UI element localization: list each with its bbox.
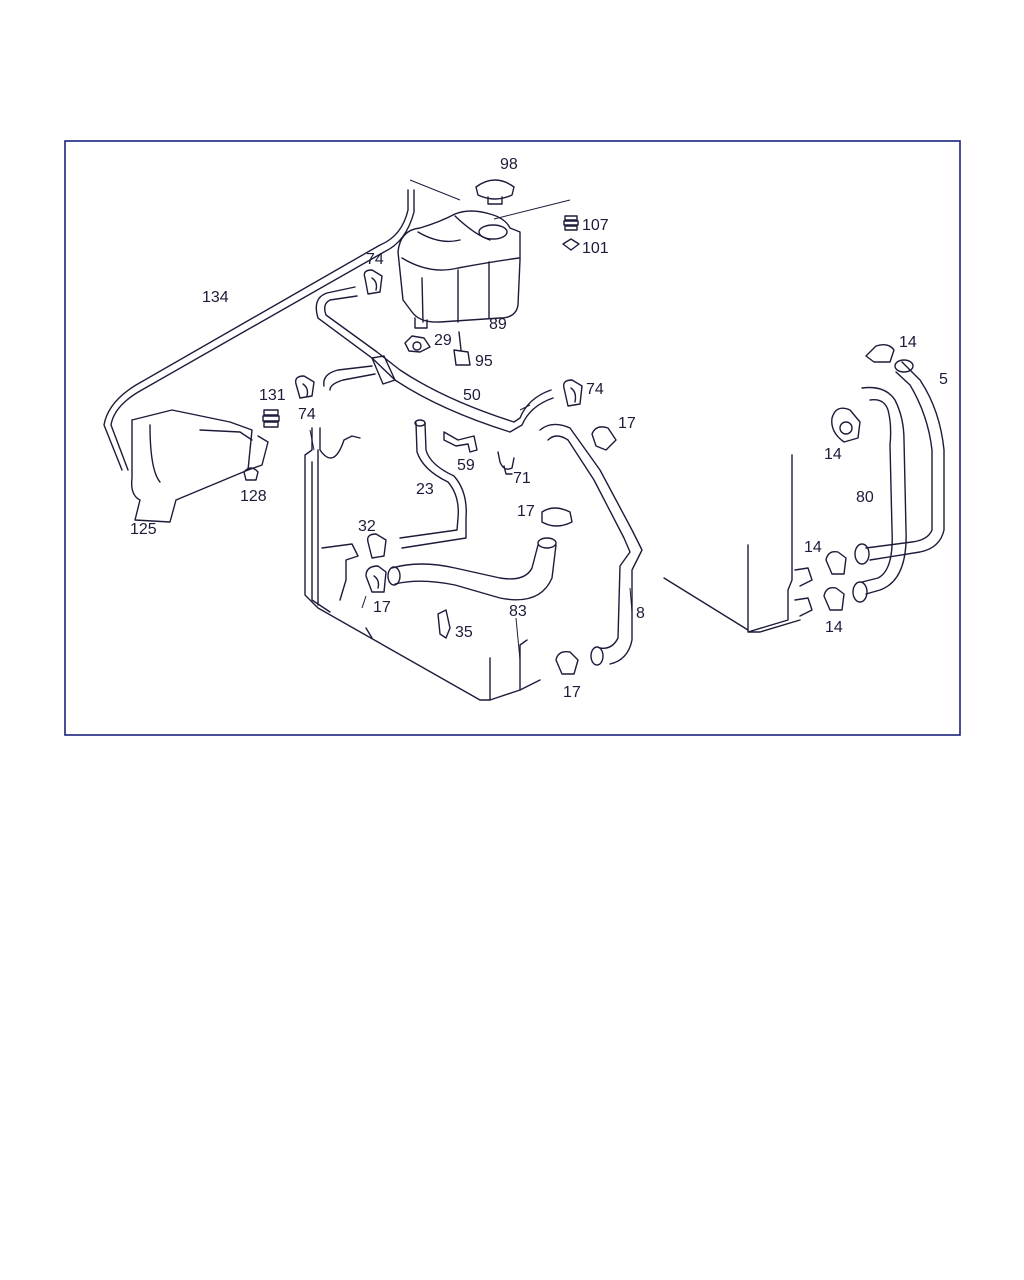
callout-125[interactable]: 125 (130, 521, 157, 538)
heater-core (663, 454, 813, 633)
callout-74-top[interactable]: 74 (366, 251, 384, 268)
callout-29[interactable]: 29 (434, 332, 452, 349)
callout-59[interactable]: 59 (457, 457, 475, 474)
callout-23[interactable]: 23 (416, 481, 434, 498)
callout-labels: 98 107 101 134 74 89 29 95 131 74 50 74 … (130, 156, 948, 701)
callout-5[interactable]: 5 (939, 371, 948, 388)
part-17-clamp-left[interactable] (365, 565, 387, 593)
callout-74-right[interactable]: 74 (586, 381, 604, 398)
callout-83[interactable]: 83 (509, 603, 527, 620)
callout-89[interactable]: 89 (489, 316, 507, 333)
callout-71[interactable]: 71 (513, 470, 531, 487)
callout-14-bottom[interactable]: 14 (825, 619, 843, 636)
callout-14-mid[interactable]: 14 (804, 539, 822, 556)
callout-8[interactable]: 8 (636, 605, 645, 622)
part-35-bracket[interactable] (437, 609, 451, 639)
callout-17-lower[interactable]: 17 (563, 684, 581, 701)
callout-17-loose[interactable]: 17 (517, 503, 535, 520)
part-14-clamp-top[interactable] (865, 343, 895, 363)
callout-35[interactable]: 35 (455, 624, 473, 641)
part-89-expansion-tank[interactable] (397, 210, 521, 329)
part-29-clamp[interactable] (404, 335, 431, 353)
radiator (304, 427, 541, 701)
callout-98[interactable]: 98 (500, 156, 518, 173)
leader-lines (309, 179, 633, 661)
callout-80[interactable]: 80 (856, 489, 874, 506)
part-134-vent-hose[interactable] (103, 189, 415, 471)
part-95-sensor[interactable] (453, 331, 471, 366)
part-5-hose[interactable] (854, 359, 945, 565)
callout-14-open[interactable]: 14 (824, 446, 842, 463)
part-125-reservoir[interactable] (130, 409, 269, 523)
part-101-washer[interactable] (562, 238, 580, 251)
part-17-clamp-upper[interactable] (591, 426, 617, 451)
part-83-hose[interactable] (387, 537, 557, 601)
part-98-cap[interactable] (475, 179, 515, 205)
callout-17-left[interactable]: 17 (373, 599, 391, 616)
diagram-frame (64, 140, 961, 736)
callout-17-upper[interactable]: 17 (618, 415, 636, 432)
callout-107[interactable]: 107 (582, 217, 609, 234)
part-14-clamp-bottom[interactable] (823, 586, 845, 611)
part-8-hose[interactable] (539, 423, 643, 666)
callout-134[interactable]: 134 (202, 289, 229, 306)
callout-14-top[interactable]: 14 (899, 334, 917, 351)
part-74-clamp-left[interactable] (294, 375, 315, 399)
part-80-hose[interactable] (852, 386, 907, 603)
part-128-grommet[interactable] (243, 467, 259, 481)
part-32-clamp[interactable] (366, 533, 387, 559)
part-59-bracket[interactable] (443, 431, 478, 453)
callout-50[interactable]: 50 (463, 387, 481, 404)
part-23-hose[interactable] (399, 419, 467, 549)
part-131-grommet[interactable] (262, 409, 280, 428)
callout-128[interactable]: 128 (240, 488, 267, 505)
part-14-clamp-mid[interactable] (825, 550, 847, 575)
callout-32[interactable]: 32 (358, 518, 376, 535)
callout-101[interactable]: 101 (582, 240, 609, 257)
callout-74-left[interactable]: 74 (298, 406, 316, 423)
callout-131[interactable]: 131 (259, 387, 286, 404)
part-71-clip[interactable] (497, 451, 515, 475)
callout-95[interactable]: 95 (475, 353, 493, 370)
part-17-clamp-loose[interactable] (541, 507, 573, 527)
part-14-clamp-open[interactable] (831, 407, 861, 443)
part-107-plug[interactable] (563, 215, 579, 231)
part-17-clamp-lower[interactable] (555, 650, 579, 675)
part-74-clamp-right[interactable] (562, 379, 583, 407)
part-74-clamp-top[interactable] (363, 269, 383, 295)
